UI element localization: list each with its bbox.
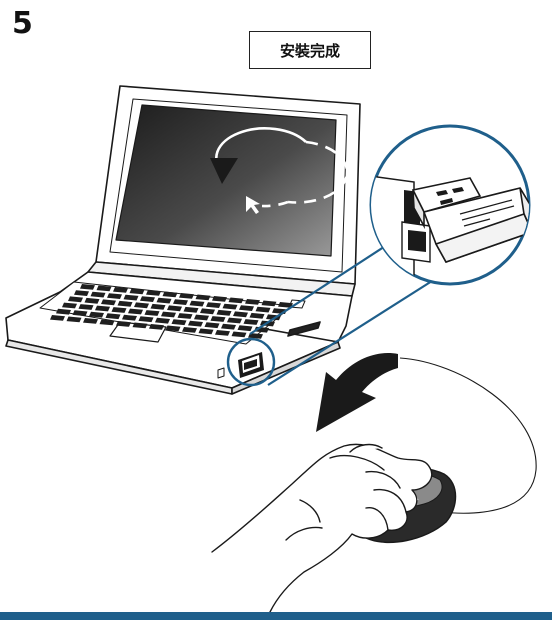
laptop-illustration [6, 86, 360, 394]
bottom-accent-bar [0, 612, 552, 620]
laptop-screen [116, 105, 336, 256]
hand-icon [212, 444, 432, 612]
curved-arrow-icon [316, 353, 398, 432]
